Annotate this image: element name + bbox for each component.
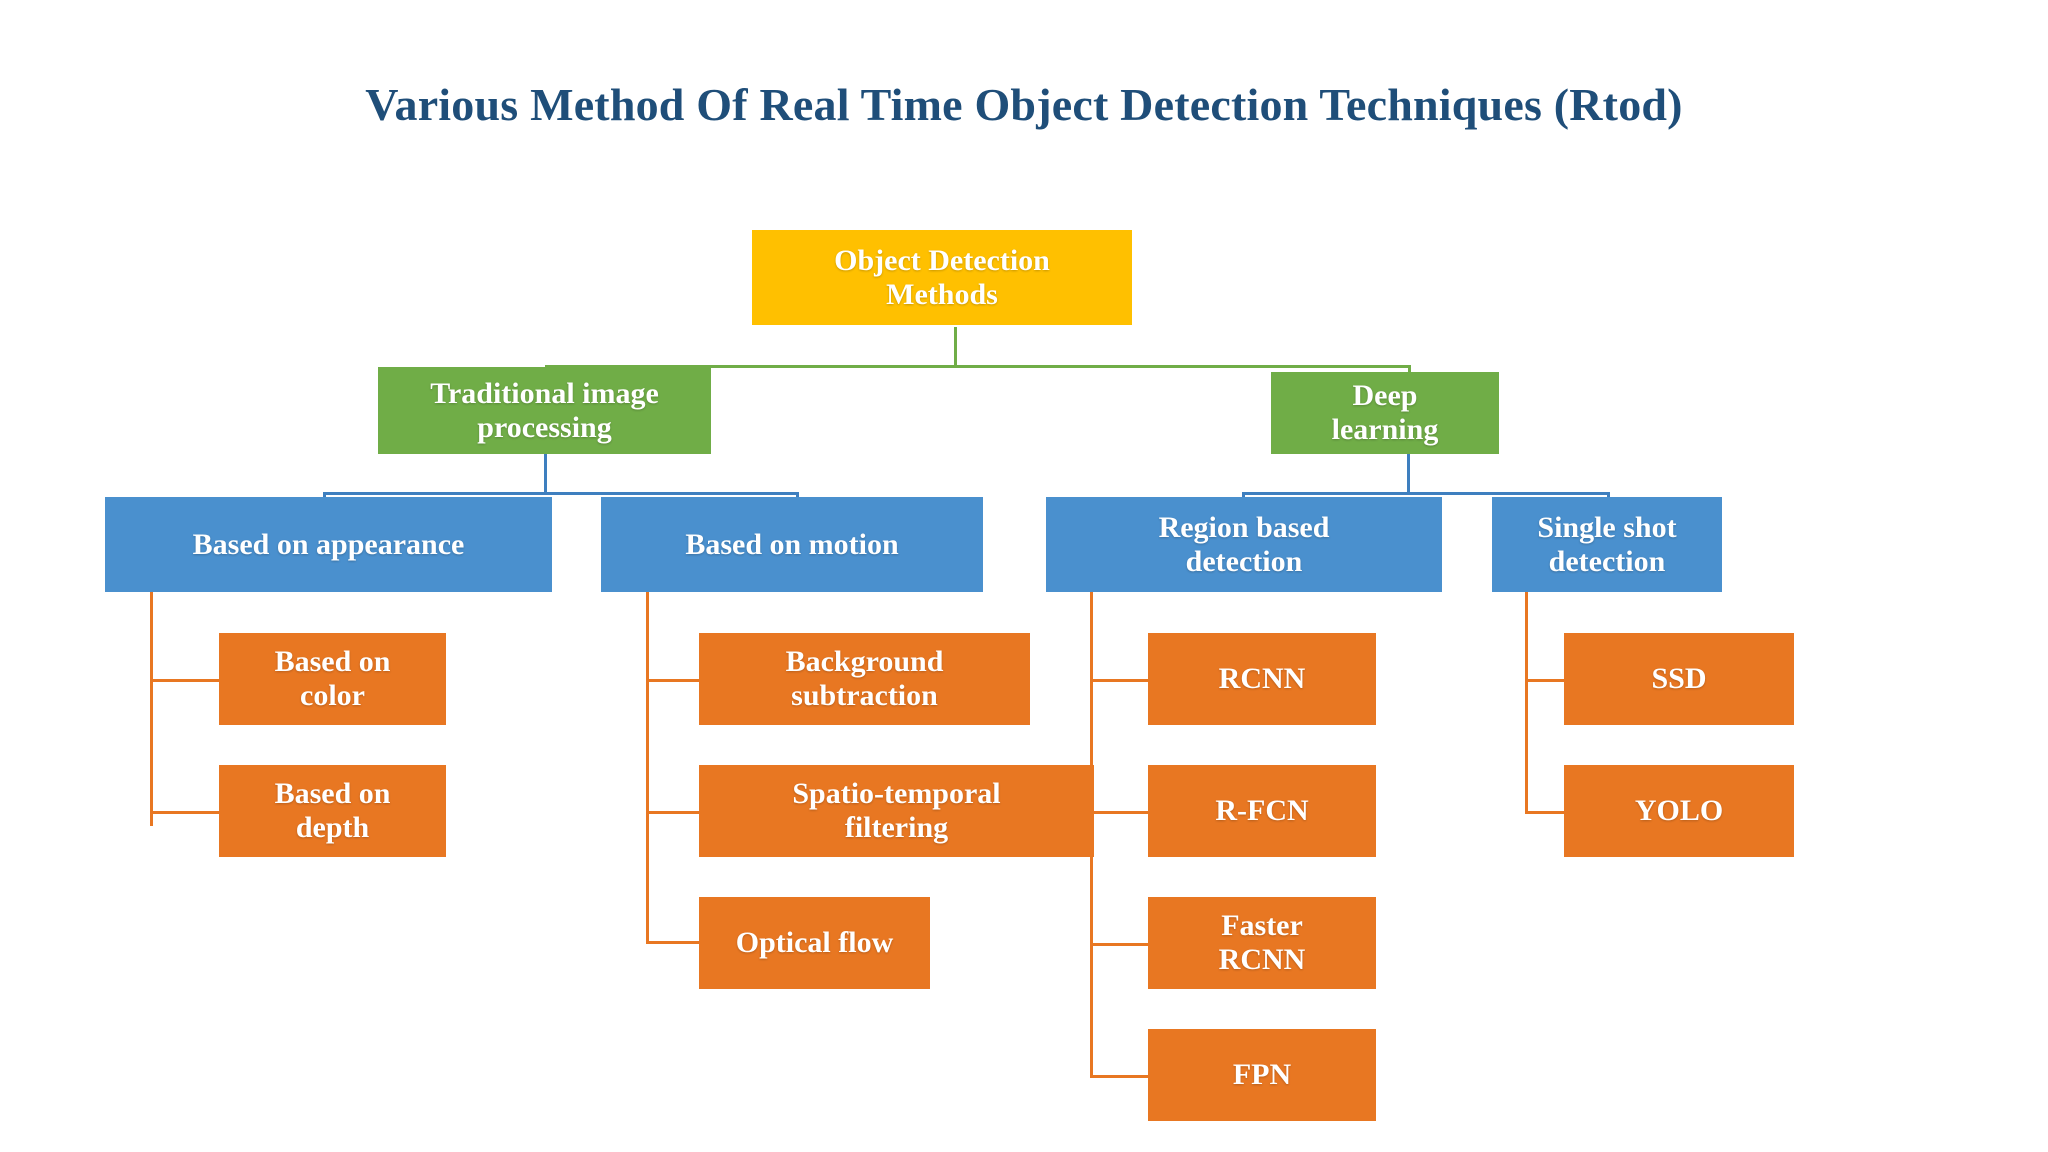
connector-appearance-spine (150, 592, 153, 826)
node-label: SSD (1651, 662, 1707, 696)
connector-single-shot-to-ssd (1525, 679, 1565, 682)
node-spatio-temporal-filtering[interactable]: Spatio-temporal filtering (699, 765, 1094, 857)
connector-level2-bus (545, 365, 1411, 368)
connector-motion-spine (646, 592, 649, 943)
node-label: Traditional image processing (430, 376, 659, 444)
node-based-on-appearance[interactable]: Based on appearance (105, 497, 552, 592)
connector-motion-to-background (646, 679, 700, 682)
node-label: FPN (1232, 1058, 1292, 1092)
node-based-on-motion[interactable]: Based on motion (601, 497, 983, 592)
node-label: Background subtraction (785, 645, 944, 712)
node-based-on-depth[interactable]: Based on depth (219, 765, 446, 857)
node-fpn[interactable]: FPN (1148, 1029, 1376, 1121)
node-label: Based on color (274, 645, 391, 712)
node-label: Based on depth (274, 777, 391, 844)
node-r-fcn[interactable]: R-FCN (1148, 765, 1376, 857)
connector-motion-to-spatio (646, 811, 700, 814)
node-yolo[interactable]: YOLO (1564, 765, 1794, 857)
connector-appearance-to-color (150, 679, 220, 682)
node-rcnn[interactable]: RCNN (1148, 633, 1376, 725)
connector-single-shot-to-yolo (1525, 811, 1565, 814)
connector-root-stem (954, 327, 957, 367)
node-label: Single shot detection (1537, 510, 1677, 578)
node-label: RCNN (1218, 662, 1306, 696)
connector-appearance-to-depth (150, 811, 220, 814)
connector-traditional-stem (544, 454, 547, 494)
node-label: Based on motion (685, 527, 899, 561)
connector-motion-to-optical (646, 941, 702, 944)
connector-deep-learning-stem (1407, 454, 1410, 494)
node-background-subtraction[interactable]: Background subtraction (699, 633, 1030, 725)
node-region-based-detection[interactable]: Region based detection (1046, 497, 1442, 592)
node-label: R-FCN (1215, 794, 1309, 828)
node-label: Faster RCNN (1218, 909, 1306, 976)
node-label: Object Detection Methods (834, 243, 1050, 311)
node-based-on-color[interactable]: Based on color (219, 633, 446, 725)
node-label: Region based detection (1158, 510, 1330, 578)
node-deep-learning[interactable]: Deep learning (1271, 372, 1499, 454)
connector-single-shot-spine (1525, 592, 1528, 814)
connector-region-to-rcnn (1090, 679, 1150, 682)
node-label: Deep learning (1331, 379, 1439, 446)
node-label: Optical flow (735, 926, 894, 960)
node-traditional-image-processing[interactable]: Traditional image processing (378, 367, 711, 454)
node-optical-flow[interactable]: Optical flow (699, 897, 930, 989)
connector-region-to-faster-rcnn (1090, 943, 1150, 946)
node-faster-rcnn[interactable]: Faster RCNN (1148, 897, 1376, 989)
node-single-shot-detection[interactable]: Single shot detection (1492, 497, 1722, 592)
node-ssd[interactable]: SSD (1564, 633, 1794, 725)
page-title: Various Method Of Real Time Object Detec… (365, 79, 1683, 130)
node-label: Spatio-temporal filtering (792, 777, 1001, 844)
connector-traditional-bus (323, 492, 799, 495)
node-label: YOLO (1634, 794, 1724, 828)
connector-deep-learning-bus (1242, 492, 1610, 495)
connector-region-to-fpn (1090, 1075, 1150, 1078)
node-object-detection-methods[interactable]: Object Detection Methods (752, 230, 1132, 325)
node-label: Based on appearance (192, 527, 465, 561)
connector-region-to-rfcn (1090, 811, 1150, 814)
